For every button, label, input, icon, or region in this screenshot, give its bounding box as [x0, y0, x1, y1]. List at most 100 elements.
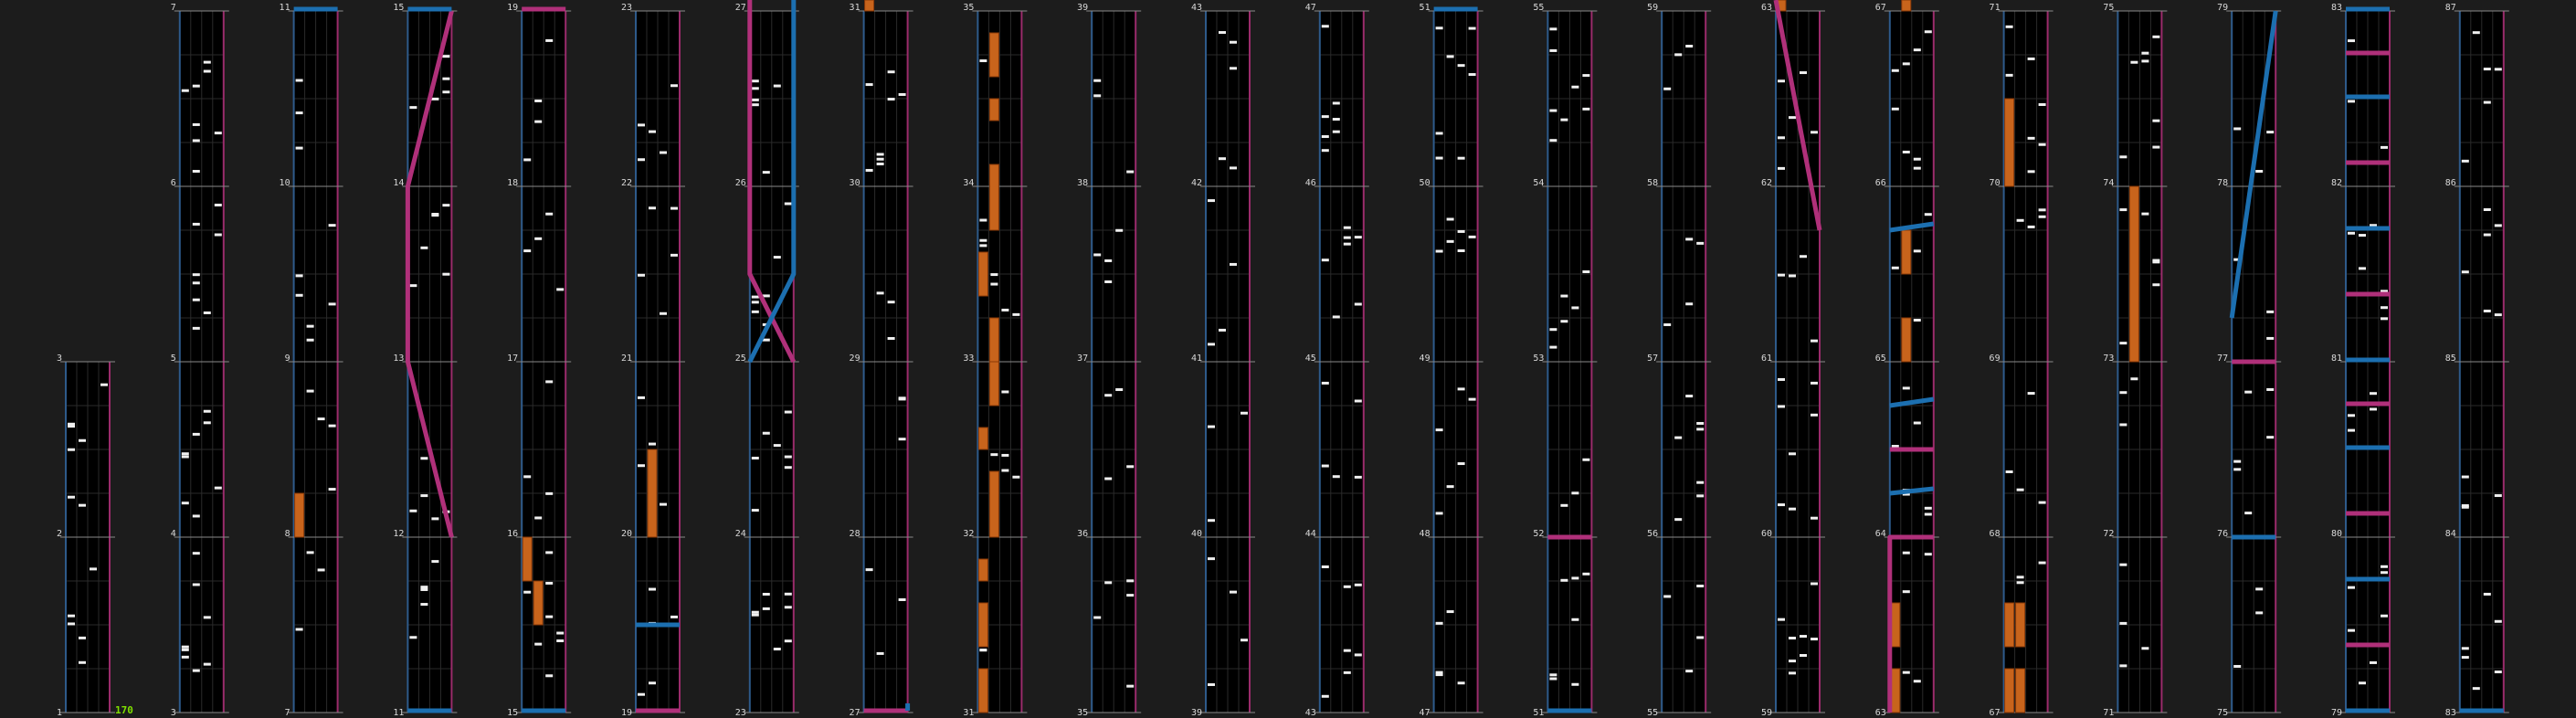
chip-note	[2483, 100, 2491, 104]
measure-number: 85	[2445, 354, 2456, 364]
chip-note	[68, 425, 75, 428]
chip-note	[876, 153, 884, 156]
chip-note	[1343, 670, 1351, 674]
measure-number: 57	[1647, 354, 1658, 364]
chip-note	[1789, 274, 1796, 278]
measure-number: 87	[2445, 3, 2456, 13]
measure-number: 11	[280, 3, 290, 13]
chip-note	[181, 89, 189, 92]
measure-number: 43	[1191, 3, 1202, 13]
hold-note	[2004, 668, 2015, 713]
chip-note	[1321, 115, 1329, 119]
hold-note	[2015, 668, 2026, 713]
chip-note	[328, 424, 336, 428]
chip-note	[2494, 313, 2502, 317]
measure-number: 6	[171, 178, 176, 188]
chip-note	[2038, 102, 2046, 106]
chip-note	[773, 648, 781, 651]
chip-note	[887, 336, 895, 340]
chip-note	[1354, 653, 1362, 657]
measure-number: 23	[621, 3, 632, 13]
chip-note	[1332, 118, 1340, 121]
chip-note	[545, 491, 554, 495]
chip-note	[1208, 557, 1215, 561]
chip-note	[990, 453, 998, 457]
chip-note	[214, 203, 222, 206]
measure-number: 15	[393, 3, 404, 13]
chip-note	[638, 396, 645, 399]
chip-note	[192, 222, 200, 226]
measure-number: 32	[963, 529, 974, 539]
hold-note	[533, 580, 544, 626]
chip-note	[1435, 670, 1443, 674]
chip-note	[1332, 101, 1340, 105]
measure-number: 9	[285, 354, 290, 364]
chip-note	[1560, 503, 1568, 507]
chip-note	[1800, 654, 1807, 658]
hold-note	[988, 32, 999, 78]
chip-note	[306, 389, 314, 393]
hold-note	[864, 0, 875, 12]
chip-note	[1789, 671, 1796, 675]
chip-note	[784, 202, 792, 206]
chip-note	[2141, 212, 2149, 216]
chip-note	[2266, 387, 2275, 391]
chip-note	[2461, 270, 2469, 274]
measure-number: 31	[963, 708, 974, 718]
chip-note	[2381, 614, 2388, 618]
measure-number: 11	[393, 708, 404, 718]
chip-note	[420, 603, 428, 607]
chip-note	[1778, 136, 1785, 140]
chip-note	[1104, 477, 1113, 480]
measure-number: 55	[1533, 3, 1544, 13]
chip-note	[1685, 670, 1694, 673]
measure-number: 51	[1533, 708, 1544, 718]
chip-note	[420, 246, 428, 249]
measure-number: 58	[1647, 178, 1658, 188]
chip-note	[181, 502, 189, 505]
chip-note	[1789, 507, 1796, 511]
chip-note	[1811, 582, 1818, 586]
chip-note	[990, 273, 998, 277]
chip-note	[2027, 225, 2035, 228]
chip-note	[876, 157, 884, 161]
chip-note	[784, 455, 792, 459]
measure-number: 86	[2445, 178, 2456, 188]
chip-note	[409, 284, 417, 288]
chip-note	[1240, 411, 1248, 415]
chip-note	[545, 581, 554, 585]
chip-note	[2381, 306, 2388, 310]
chip-note	[203, 421, 211, 425]
chip-note	[1811, 413, 1818, 417]
chip-note	[1685, 302, 1694, 306]
measure-number: 76	[2217, 529, 2228, 539]
chip-note	[784, 592, 792, 596]
chip-note	[2027, 170, 2035, 174]
chip-note	[2119, 621, 2127, 625]
chip-note	[2494, 670, 2502, 674]
chip-note	[2381, 317, 2388, 321]
chip-note	[751, 79, 759, 83]
chip-note	[2370, 407, 2377, 411]
chip-note	[409, 636, 417, 639]
measure-number: 15	[507, 708, 518, 718]
chip-note	[751, 301, 759, 304]
chip-note	[2266, 310, 2275, 313]
laser-segment	[1773, 0, 1822, 231]
measure-number: 77	[2217, 354, 2228, 364]
chip-note	[2483, 233, 2491, 237]
chip-note	[1332, 130, 1340, 133]
measure-number: 75	[2217, 708, 2228, 718]
chip-note	[1674, 436, 1683, 439]
chip-note	[660, 311, 667, 315]
hold-note	[977, 251, 988, 297]
chip-note	[2119, 155, 2127, 159]
chip-note	[1549, 27, 1557, 31]
chip-note	[1115, 388, 1124, 392]
chip-note	[1354, 583, 1362, 586]
chip-note	[534, 642, 543, 646]
chip-note	[1435, 621, 1443, 625]
chip-note	[214, 233, 222, 237]
chip-note	[638, 273, 645, 277]
measure-number: 21	[621, 354, 632, 364]
